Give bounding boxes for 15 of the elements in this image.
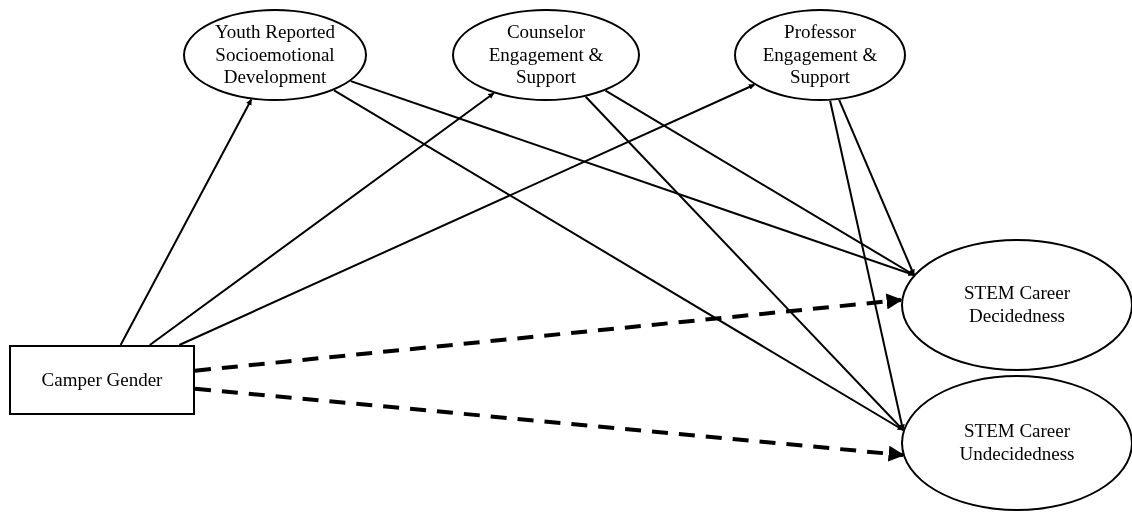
- arrow: [349, 80, 915, 277]
- arrow: [838, 98, 915, 276]
- node-label: STEM Career Decidedness: [962, 282, 1072, 328]
- variable-box: [9, 345, 195, 415]
- node-label: Counselor Engagement & Support: [487, 20, 605, 90]
- node-label: Youth Reported Socioemotional Development: [214, 20, 336, 90]
- arrow: [194, 293, 903, 373]
- arrow: [178, 83, 756, 346]
- node-label: Camper Gender: [41, 368, 163, 392]
- arrow: [148, 92, 495, 346]
- node-label: STEM Career Undecidedness: [958, 420, 1076, 466]
- arrow: [604, 89, 915, 276]
- node-label: Professor Engagement & Support: [761, 20, 879, 90]
- arrow: [333, 89, 904, 431]
- arrow: [119, 98, 253, 346]
